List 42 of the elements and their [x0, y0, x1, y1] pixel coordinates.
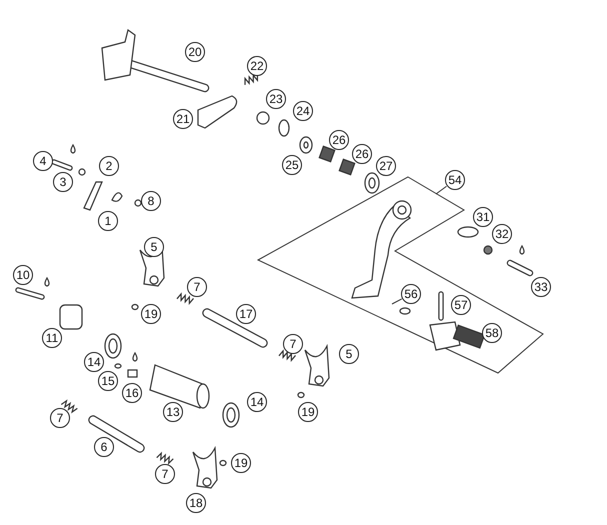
callout-number: 33 — [531, 277, 551, 297]
leader-line — [436, 186, 448, 194]
callout-number: 54 — [445, 170, 465, 190]
callout-number: 7 — [50, 408, 70, 428]
callout-number: 7 — [155, 464, 175, 484]
callout-number: 11 — [42, 328, 62, 348]
callout-number: 23 — [266, 89, 286, 109]
callout-number: 17 — [236, 304, 256, 324]
callout-number: 32 — [492, 224, 512, 244]
callout-number: 5 — [144, 237, 164, 257]
callout-number: 22 — [247, 56, 267, 76]
callout-number: 19 — [141, 304, 161, 324]
callout-number: 56 — [401, 284, 421, 304]
callout-number: 24 — [293, 101, 313, 121]
callout-number: 13 — [163, 402, 183, 422]
callout-number: 1 — [98, 211, 118, 231]
callout-number: 21 — [173, 109, 193, 129]
callout-number: 6 — [94, 437, 114, 457]
callout-number: 7 — [187, 277, 207, 297]
callout-number: 25 — [282, 155, 302, 175]
callout-number: 5 — [339, 344, 359, 364]
callout-number: 20 — [185, 42, 205, 62]
callout-number: 10 — [13, 265, 33, 285]
leader-line — [392, 298, 402, 304]
callout-number: 57 — [451, 295, 471, 315]
callout-number: 14 — [84, 352, 104, 372]
callout-number: 15 — [98, 371, 118, 391]
callout-number: 19 — [298, 402, 318, 422]
callout-number: 31 — [473, 207, 493, 227]
callout-number: 27 — [376, 156, 396, 176]
callout-number: 4 — [33, 151, 53, 171]
callout-number: 16 — [122, 383, 142, 403]
callout-number: 8 — [141, 191, 161, 211]
callout-number: 14 — [247, 392, 267, 412]
callout-number: 58 — [482, 323, 502, 343]
callout-number: 3 — [53, 172, 73, 192]
callout-number: 2 — [99, 156, 119, 176]
callout-number: 26 — [352, 144, 372, 164]
callout-number: 19 — [231, 453, 251, 473]
callout-number: 18 — [186, 493, 206, 513]
callout-number: 26 — [329, 130, 349, 150]
callout-number: 7 — [283, 334, 303, 354]
